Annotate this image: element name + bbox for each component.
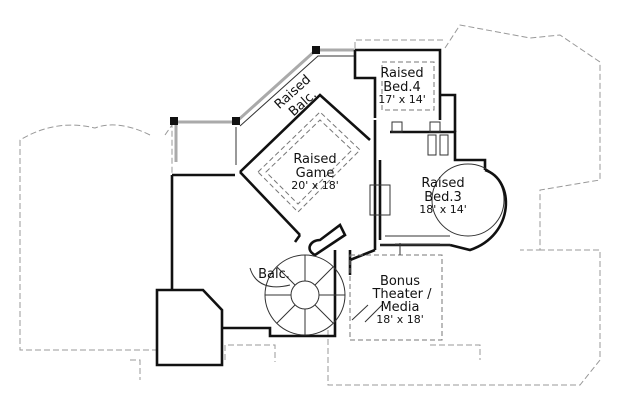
room-dimensions: 18' x 18'	[376, 313, 424, 326]
room-dimensions: 18' x 14'	[419, 203, 467, 216]
room-name: Balc.	[258, 267, 290, 282]
room-name: Raised	[421, 176, 464, 191]
label-raised-game: Raised Game 20' x 18'	[291, 152, 339, 192]
room-name: Media	[380, 300, 419, 315]
label-raised-bed3: Raised Bed.3 18' x 14'	[419, 176, 467, 216]
game-room-ceiling	[257, 111, 361, 213]
bath-fixtures	[369, 121, 449, 216]
room-name: Bonus	[380, 274, 420, 289]
room-name: Bed.4	[383, 80, 421, 95]
label-bonus-theater: Bonus Theater / Media 18' x 18'	[371, 274, 432, 326]
spiral-staircase	[249, 254, 346, 336]
theater-area	[349, 243, 443, 341]
bed3-turret	[380, 163, 508, 252]
roof-outline	[19, 24, 601, 386]
raised-balcony	[170, 46, 356, 165]
label-raised-bed4: Raised Bed.4 17' x 14'	[378, 66, 426, 106]
room-name: Raised	[380, 66, 423, 81]
room-name: Raised	[293, 152, 336, 167]
room-name: Theater /	[371, 287, 432, 302]
room-name: Bed.3	[424, 190, 462, 205]
label-balc: Balc.	[258, 267, 290, 282]
bed4-ceiling	[381, 61, 435, 111]
room-name: Game	[296, 166, 335, 181]
room-dimensions: 17' x 14'	[378, 93, 426, 106]
room-dimensions: 20' x 18'	[291, 179, 339, 192]
